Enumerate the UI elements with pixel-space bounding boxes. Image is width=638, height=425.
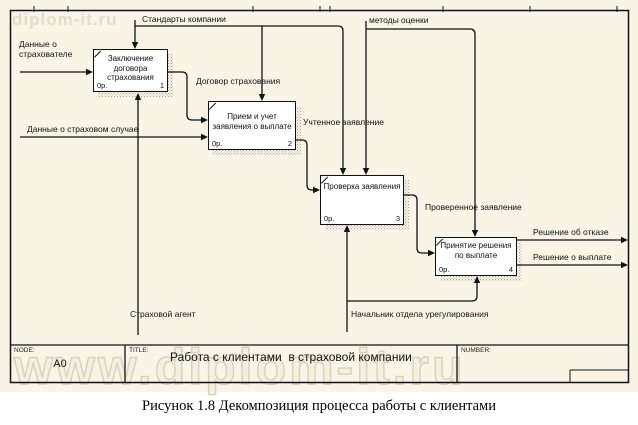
label-company-standards: Стандарты компании bbox=[142, 14, 226, 24]
activity-box-4-title: Принятие решения по выплате bbox=[440, 241, 512, 260]
node-label: NODE: bbox=[14, 347, 35, 354]
activity-box-4: Принятие решения по выплате 0р. 4 bbox=[435, 237, 517, 276]
label-registered-claim: Учтенное заявление bbox=[303, 117, 384, 127]
activity-box-2-title: Прием и учет заявления о выплате bbox=[212, 112, 292, 131]
activity-box-1: Заключение договора страхования 0р. 1 bbox=[93, 49, 168, 92]
label-evaluation-methods: методы оценки bbox=[369, 15, 429, 25]
activity-box-1-title: Заключение договора страхования bbox=[107, 54, 154, 82]
label-payment-decision: Решение о выплате bbox=[533, 252, 612, 262]
activity-box-3: Проверка заявления 0р. 3 bbox=[320, 175, 404, 225]
arrow-insurance-contract bbox=[168, 71, 202, 121]
title-bar-lines bbox=[10, 344, 629, 383]
arrow-company-standards bbox=[134, 20, 344, 170]
number-label: NUMBER: bbox=[461, 347, 491, 354]
figure-caption: Рисунок 1.8 Декомпозиция процесса работы… bbox=[142, 398, 496, 414]
label-settlement-head: Начальник отдела урегулирования bbox=[351, 309, 489, 319]
activity-box-4-code: 0р. bbox=[439, 265, 450, 274]
node-value: A0 bbox=[53, 358, 67, 370]
activity-box-4-number: 4 bbox=[508, 265, 513, 274]
arrow-lines bbox=[20, 20, 621, 335]
label-refusal-decision: Решение об отказе bbox=[533, 227, 609, 237]
arrow-verified-claim bbox=[404, 194, 429, 254]
label-claim-event-data: Данные о страховом случае bbox=[27, 124, 139, 134]
activity-box-3-code: 0р. bbox=[324, 214, 335, 223]
watermark-bottom: www.diplom-it.ru bbox=[13, 338, 466, 396]
arrow-settlement-head bbox=[346, 230, 478, 332]
top-fold-ticks bbox=[33, 6, 618, 12]
label-verified-claim: Проверенное заявление bbox=[425, 202, 522, 212]
diagram-title: Работа с клиентами в страховой компании bbox=[170, 350, 412, 364]
activity-box-3-title: Проверка заявления bbox=[323, 182, 401, 191]
arrow-heads bbox=[86, 42, 628, 283]
label-insured-data: Данные о страхователе bbox=[19, 39, 73, 59]
label-insurance-contract: Договор страхования bbox=[196, 76, 281, 86]
activity-box-3-number: 3 bbox=[395, 214, 400, 223]
activity-box-2-number: 2 bbox=[287, 139, 292, 148]
label-insurance-agent: Страховой агент bbox=[130, 309, 196, 319]
arrow-evaluation-methods bbox=[365, 21, 476, 232]
activity-box-1-code: 0р. bbox=[97, 81, 108, 90]
watermark-top: diplom-it.ru bbox=[12, 10, 118, 29]
activity-box-1-number: 1 bbox=[159, 81, 164, 90]
arrow-registered-claim bbox=[296, 139, 314, 191]
activity-box-2-code: 0р. bbox=[212, 139, 223, 148]
diagram-scan-area: diplom-it.ru www.diplom-it.ru bbox=[0, 0, 638, 392]
activity-box-2: Прием и учет заявления о выплате 0р. 2 bbox=[208, 101, 296, 150]
title-label: TITLE: bbox=[129, 347, 149, 354]
